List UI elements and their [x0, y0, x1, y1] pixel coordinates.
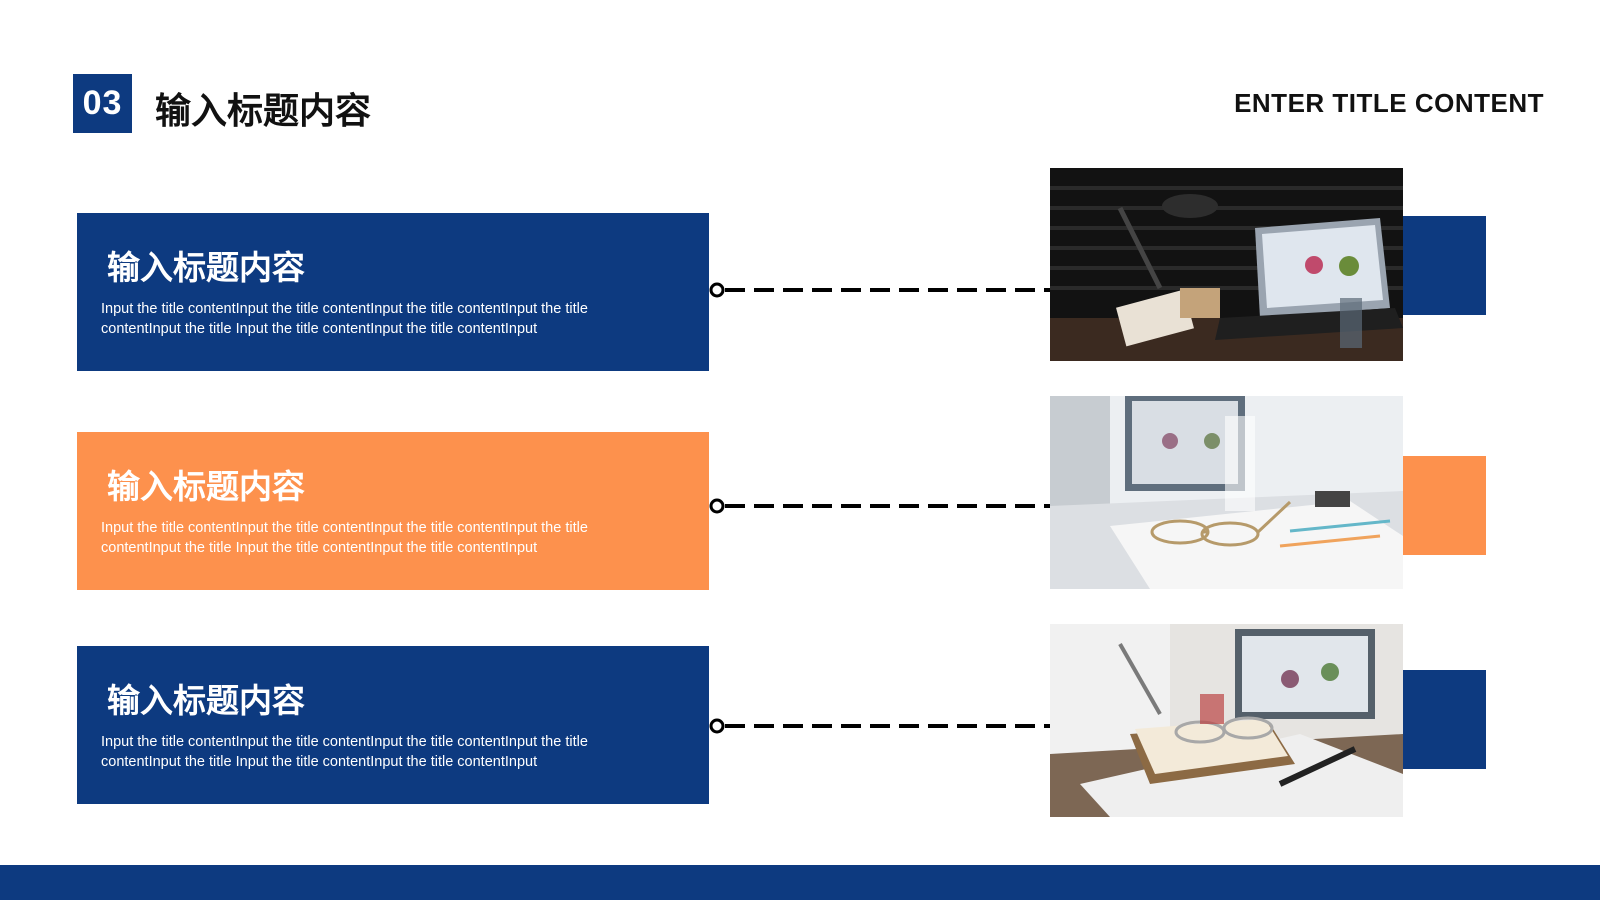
- page-title: 输入标题内容: [155, 91, 372, 132]
- footer-bar: [0, 865, 1600, 900]
- card-body: Input the title contentInput the title c…: [101, 734, 588, 770]
- dashed-connector-2: [709, 498, 1051, 514]
- content-card-3: 输入标题内容 Input the title contentInput the …: [77, 646, 709, 804]
- desk-photo-notebook: [1050, 624, 1403, 817]
- card-title: 输入标题内容: [107, 467, 305, 506]
- accent-block-1: [1403, 216, 1486, 315]
- card-title: 输入标题内容: [107, 248, 305, 287]
- accent-block-2: [1403, 456, 1486, 555]
- card-body: Input the title contentInput the title c…: [101, 301, 588, 337]
- section-number-badge: 03: [73, 74, 132, 133]
- accent-block-3: [1403, 670, 1486, 769]
- card-title: 输入标题内容: [107, 681, 305, 720]
- card-body: Input the title contentInput the title c…: [101, 520, 588, 556]
- content-card-2: 输入标题内容 Input the title contentInput the …: [77, 432, 709, 590]
- desk-photo-dark: [1050, 168, 1403, 361]
- page-title-en: ENTER TITLE CONTENT: [1234, 88, 1544, 118]
- dashed-connector-1: [709, 282, 1051, 298]
- content-card-1: 输入标题内容 Input the title contentInput the …: [77, 213, 709, 371]
- desk-photo-glasses: [1050, 396, 1403, 589]
- dashed-connector-3: [709, 718, 1051, 734]
